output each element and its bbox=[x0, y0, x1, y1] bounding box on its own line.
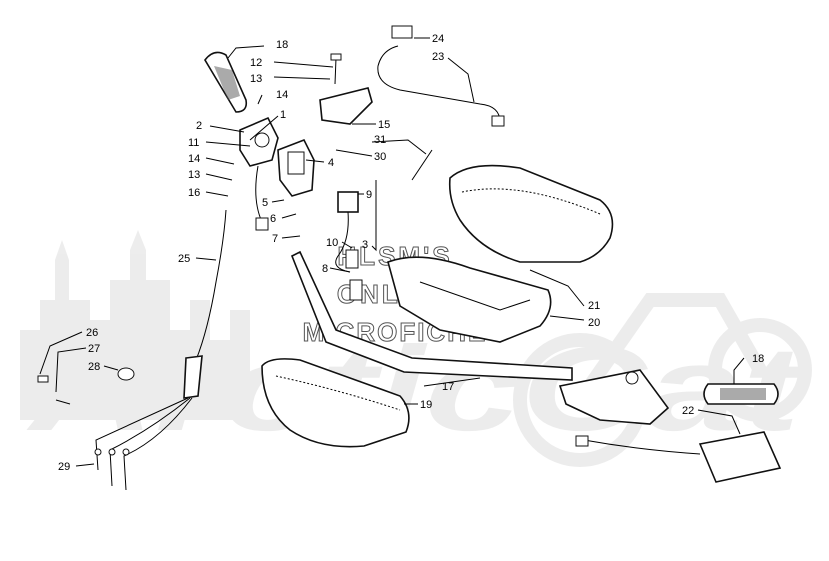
part-cover-20 bbox=[387, 256, 552, 343]
callout-24: 24 bbox=[432, 33, 444, 45]
part-switch-housing bbox=[239, 116, 279, 167]
callout-4: 4 bbox=[328, 157, 334, 169]
callout-31: 31 bbox=[374, 134, 386, 146]
part-screw-12 bbox=[330, 53, 342, 85]
callout-13b: 13 bbox=[188, 169, 200, 181]
callouts: 18 12 13 14 1 2 11 15 14 13 16 31 30 4 2… bbox=[58, 33, 764, 473]
part-throttle-block bbox=[277, 138, 315, 197]
callout-22: 22 bbox=[682, 405, 694, 417]
callout-5: 5 bbox=[262, 197, 268, 209]
part-cable-29 bbox=[94, 397, 193, 491]
callout-2: 2 bbox=[196, 120, 202, 132]
part-grip-left bbox=[204, 51, 248, 113]
part-grip-right bbox=[703, 383, 779, 405]
callout-16: 16 bbox=[188, 187, 200, 199]
callout-10: 10 bbox=[326, 237, 338, 249]
callout-30: 30 bbox=[374, 151, 386, 163]
callout-19: 19 bbox=[420, 399, 432, 411]
leader-lines bbox=[39, 37, 745, 467]
callout-29: 29 bbox=[58, 461, 70, 473]
callout-15: 15 bbox=[378, 119, 390, 131]
part-pad-19 bbox=[261, 358, 410, 448]
callout-25: 25 bbox=[178, 253, 190, 265]
part-heater-pad-22 bbox=[575, 431, 782, 483]
part-clamp-15 bbox=[319, 87, 373, 125]
part-switch-housing-right bbox=[558, 369, 670, 425]
callout-13a: 13 bbox=[250, 73, 262, 85]
callout-14a: 14 bbox=[276, 89, 288, 101]
part-small-26-28 bbox=[37, 367, 135, 405]
watermark-motorcycle bbox=[513, 293, 812, 467]
callout-12: 12 bbox=[250, 57, 262, 69]
callout-21: 21 bbox=[588, 300, 600, 312]
part-pin-31 bbox=[411, 149, 433, 181]
watermark-brand: ArcticCat bbox=[26, 322, 808, 456]
callout-17: 17 bbox=[442, 381, 454, 393]
callout-1: 1 bbox=[280, 109, 286, 121]
callout-27: 27 bbox=[88, 343, 100, 355]
callout-3: 3 bbox=[362, 239, 368, 251]
part-switch-9 bbox=[335, 191, 359, 273]
part-cable-25 bbox=[183, 209, 227, 399]
callout-11: 11 bbox=[188, 137, 199, 149]
callout-9: 9 bbox=[366, 189, 372, 201]
callout-20: 20 bbox=[588, 317, 600, 329]
callout-18a: 18 bbox=[276, 39, 288, 51]
callout-26: 26 bbox=[86, 327, 98, 339]
part-wire-23 bbox=[377, 25, 505, 127]
callout-8: 8 bbox=[322, 263, 328, 275]
callout-14b: 14 bbox=[188, 153, 200, 165]
callout-6: 6 bbox=[270, 213, 276, 225]
callout-28: 28 bbox=[88, 361, 100, 373]
callout-7: 7 bbox=[272, 233, 278, 245]
part-pad-21 bbox=[448, 164, 614, 263]
part-harness-left bbox=[255, 165, 269, 231]
part-handlebar-17 bbox=[290, 250, 573, 381]
callout-23: 23 bbox=[432, 51, 444, 63]
callout-18b: 18 bbox=[752, 353, 764, 365]
part-connector-10 bbox=[345, 249, 363, 301]
